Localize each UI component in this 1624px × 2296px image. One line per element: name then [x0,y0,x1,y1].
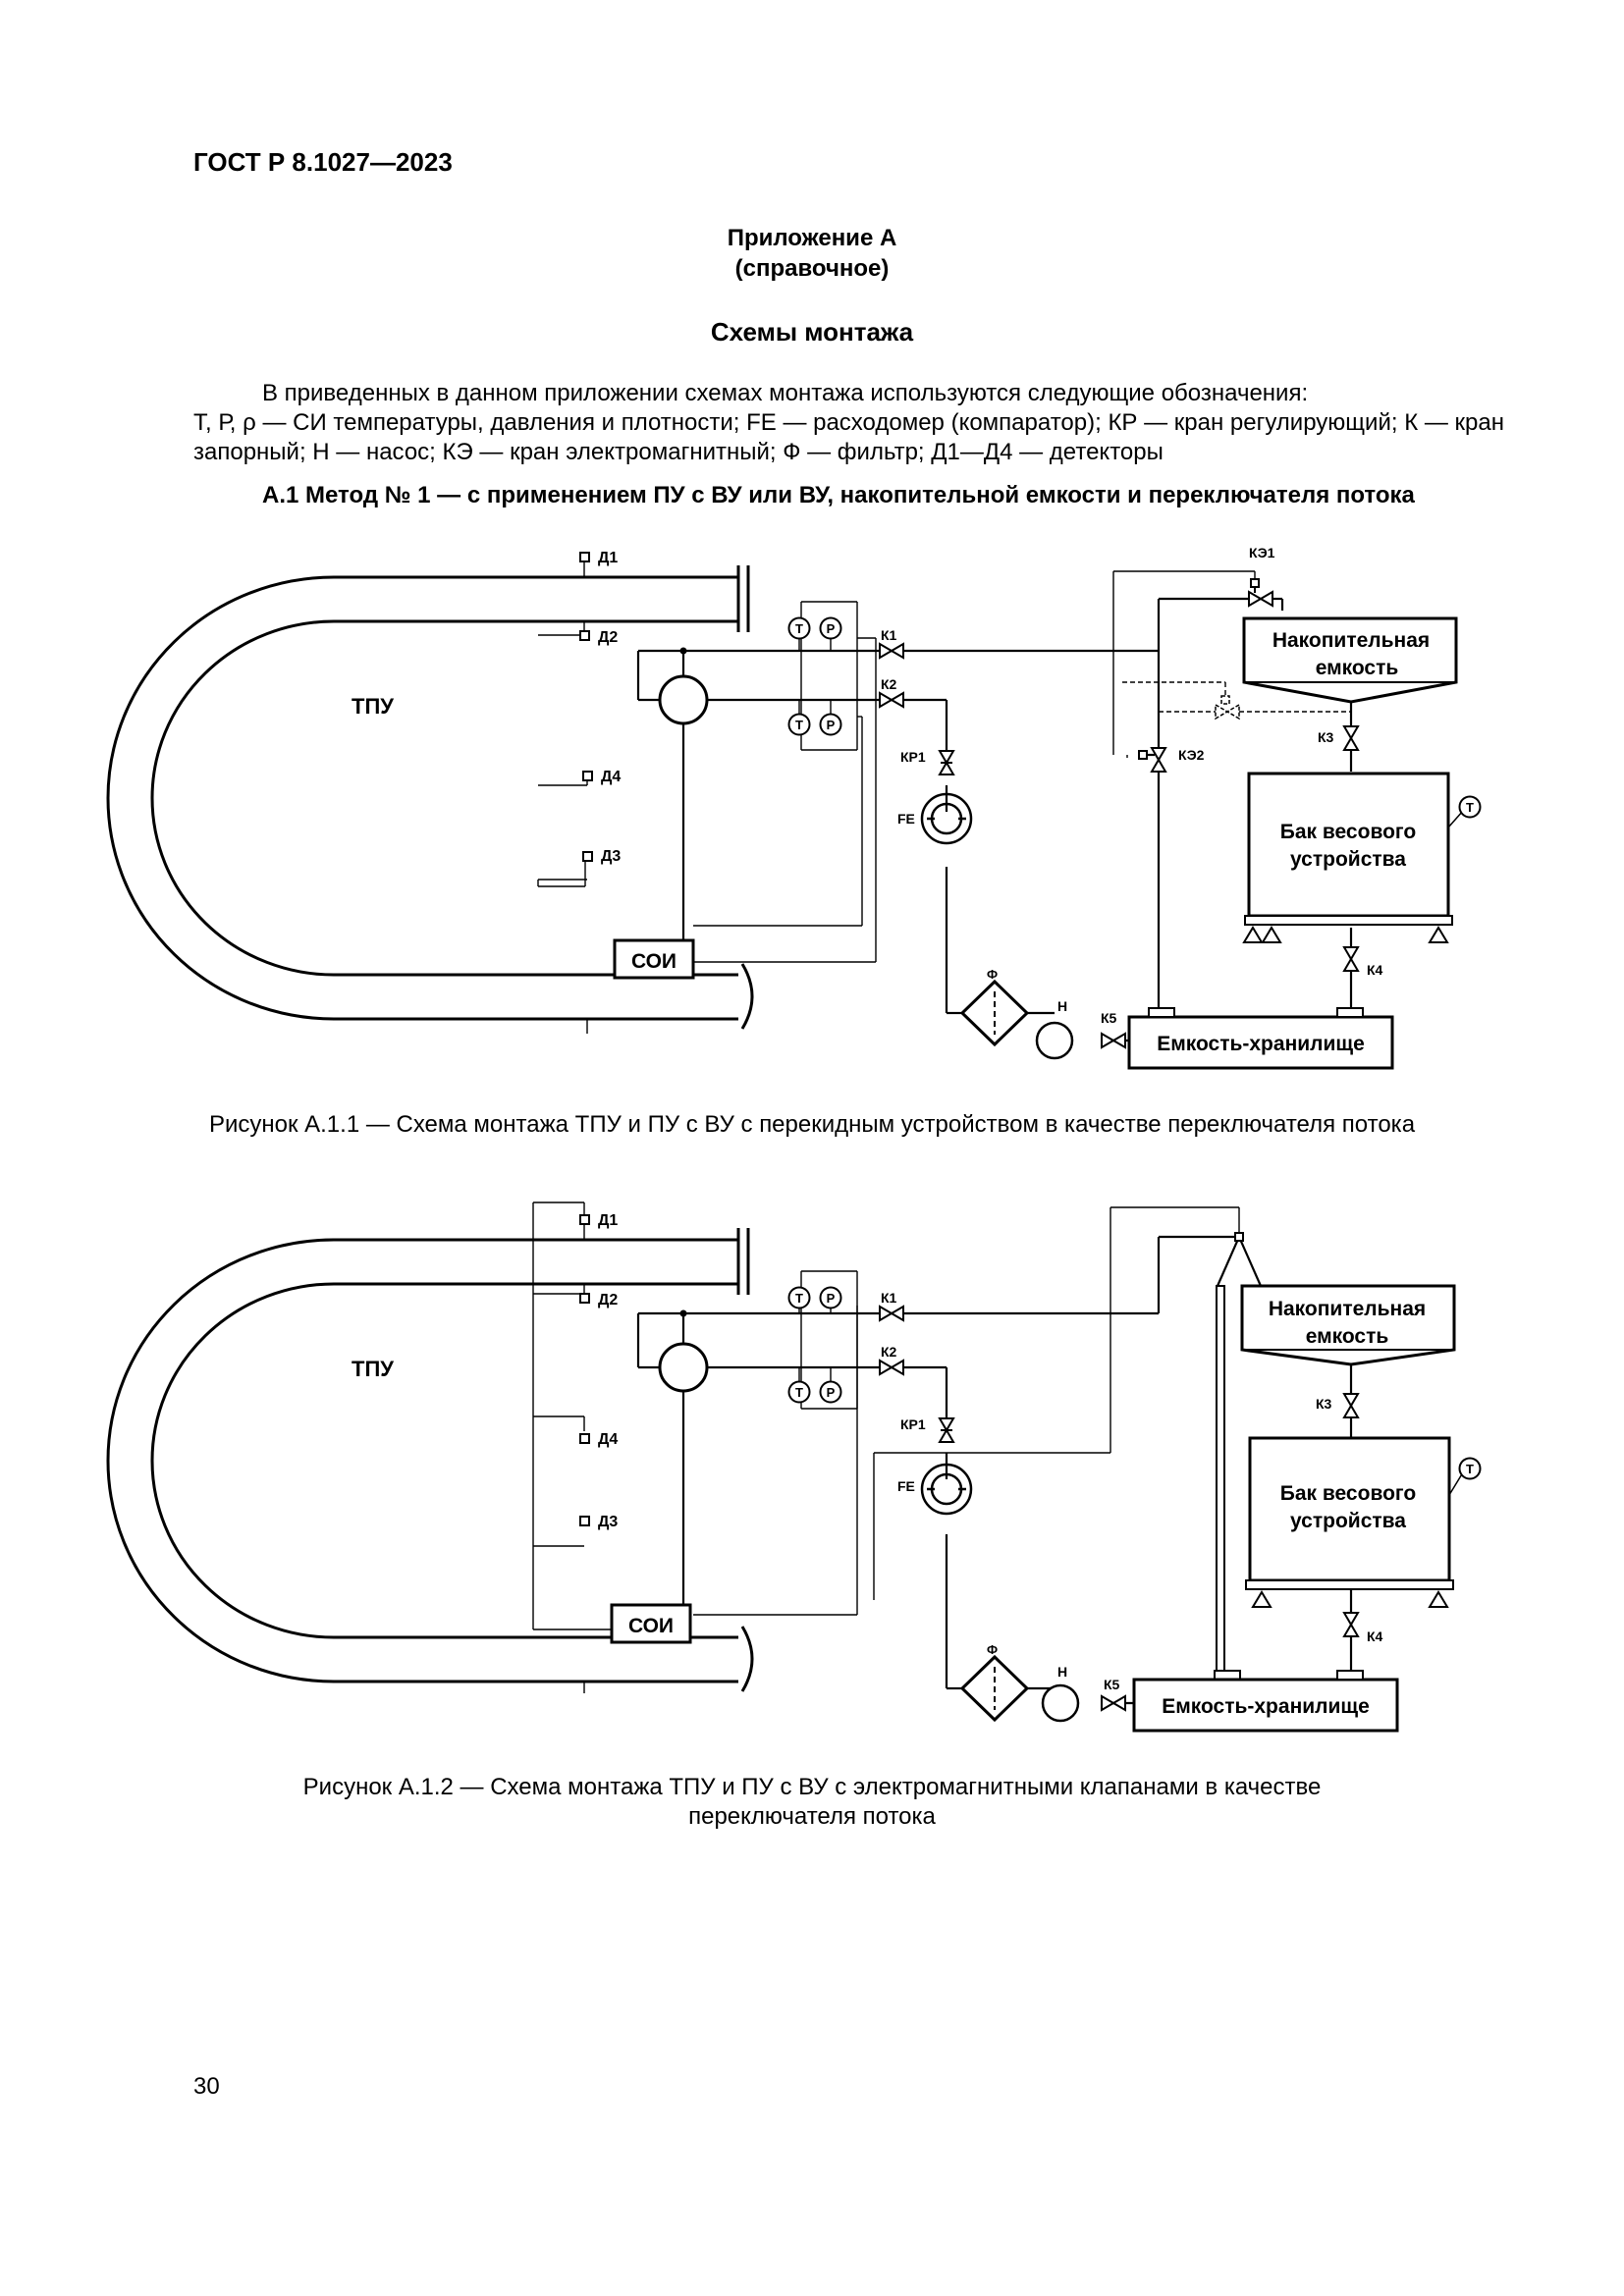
tpu-label-2: ТПУ [352,1357,394,1381]
t-sensor-bottom-2: Т [795,1385,803,1400]
t-sensor-top-2: Т [795,1291,803,1306]
valve-kp1-icon-2 [938,1417,955,1443]
valve-k2-label-2: К2 [881,1344,897,1360]
storage-tank-label-2: емкость [1316,657,1399,679]
figure-2-caption: Рисунок А.1.2 — Схема монтажа ТПУ и ПУ с… [302,1774,1322,1830]
p-sensor-top: Р [827,621,836,636]
soi-label: СОИ [631,950,677,973]
pump-icon [1035,1021,1074,1060]
weigh-tank-label-1: Бак весового [1280,821,1416,843]
p-sensor-bottom-2: Р [827,1385,836,1400]
weigh-tank-box-2 [1248,1436,1451,1582]
flowmeter-fe-icon [920,792,973,845]
detector-d1-label-2: Д1 [598,1212,618,1229]
valve-k1-icon [879,642,904,660]
weigh-tank-t-sensor: Т [1466,800,1474,815]
flowmeter-fe-label-2: FE [897,1478,915,1494]
tpu-loop-2 [106,1228,754,1692]
filter-label: Ф [987,967,998,982]
valve-k3-label: К3 [1318,729,1334,745]
valve-k5-icon-2 [1101,1694,1126,1712]
intro-line-2: Т, Р, ρ — СИ температуры, давления и пло… [193,409,1504,465]
weigh-tank-box [1247,772,1450,918]
valve-ke1-label: КЭ1 [1249,545,1275,561]
flowmeter-fe-label: FE [897,811,915,827]
valve-ke2-label: КЭ2 [1178,747,1205,763]
pump-label-2: Н [1057,1664,1067,1680]
detector-d4-label: Д4 [601,769,621,785]
valve-k2-icon-2 [879,1359,904,1376]
detector-d2-label-2: Д2 [598,1292,618,1308]
figure-2-diagram: Д1 Д2 Д4 Д3 ТПУ [106,1201,1482,1733]
soi-box [613,938,695,980]
storage-tank-label-1: Накопительная [1272,629,1430,652]
valve-k1-label: К1 [881,627,897,643]
subsection-title: А.1 Метод № 1 — с применением ПУ с ВУ ил… [262,482,1415,508]
reservoir-label: Емкость-хранилище [1157,1033,1365,1055]
section-title: Схемы монтажа [710,317,914,347]
t-sensor-bottom: Т [795,718,803,732]
valve-ke1-icon [1248,578,1273,608]
reservoir-box-2 [1132,1678,1399,1733]
valve-k2-label: К2 [881,676,897,692]
soi-box-2 [610,1603,692,1644]
storage-tank-label-1-2: Накопительная [1269,1298,1426,1320]
reservoir-label-2: Емкость-хранилище [1162,1695,1370,1718]
figure-1-diagram: Д1 Д2 Д4 Д3 ТПУ [106,545,1482,1070]
filter-label-2: Ф [987,1642,998,1657]
filter-icon [959,979,1030,1047]
valve-k4-label: К4 [1367,962,1383,978]
t-sensor-top: Т [795,621,803,636]
valve-k1-icon-2 [879,1305,904,1322]
valve-k2-icon [879,691,904,709]
valve-k3-icon-2 [1342,1393,1360,1418]
p-sensor-bottom: Р [827,718,836,732]
valve-k4-icon-2 [1342,1612,1360,1637]
weigh-tank-label-2-2: устройства [1290,1510,1406,1532]
flowmeter-fe-icon-2 [920,1463,973,1516]
pump-icon-2 [1041,1683,1080,1723]
valve-k5-label: К5 [1101,1010,1117,1026]
detector-d1-label: Д1 [598,550,618,566]
detector-d3-label: Д3 [601,848,621,865]
dashed-valve-icon [1215,695,1240,721]
appendix-title: Приложение А [727,225,897,251]
filter-icon-2 [959,1654,1030,1723]
storage-tank-label-2-2: емкость [1306,1325,1389,1348]
reservoir-box [1127,1015,1394,1070]
storage-tank-box-2 [1240,1284,1456,1366]
detector-d2-label: Д2 [598,629,618,646]
valve-ke2-icon [1138,747,1167,773]
intro-line-1: В приведенных в данном приложении схемах… [262,380,1309,406]
valve-k5-icon [1101,1032,1126,1049]
detector-d3-label-2: Д3 [598,1514,618,1530]
figure-1-caption: Рисунок А.1.1 — Схема монтажа ТПУ и ПУ с… [208,1111,1416,1138]
valve-kp1-icon [938,750,955,775]
valve-k1-label-2: К1 [881,1290,897,1306]
weigh-tank-t-sensor-2: Т [1466,1462,1474,1476]
valve-k5-label-2: К5 [1104,1677,1120,1692]
soi-label-2: СОИ [628,1615,674,1637]
page-number: 30 [193,2073,220,2100]
valve-k4-icon [1342,946,1360,972]
weigh-tank-label-1-2: Бак весового [1280,1482,1416,1505]
document-header: ГОСТ Р 8.1027—2023 [193,147,453,177]
detector-d4-label-2: Д4 [598,1431,618,1448]
valve-kp1-label-2: КР1 [900,1416,926,1432]
intro-paragraph: В приведенных в данном приложении схемах… [193,379,1509,467]
valve-k3-label-2: К3 [1316,1396,1332,1412]
valve-kp1-label: КР1 [900,749,926,765]
storage-tank-box [1242,616,1458,704]
tpu-label: ТПУ [352,694,394,719]
p-sensor-top-2: Р [827,1291,836,1306]
valve-k3-icon [1342,725,1360,751]
tpu-loop [106,565,754,1030]
appendix-note: (справочное) [734,255,890,282]
weigh-tank-label-2: устройства [1290,848,1406,871]
pump-label: Н [1057,998,1067,1014]
valve-k4-label-2: К4 [1367,1629,1383,1644]
